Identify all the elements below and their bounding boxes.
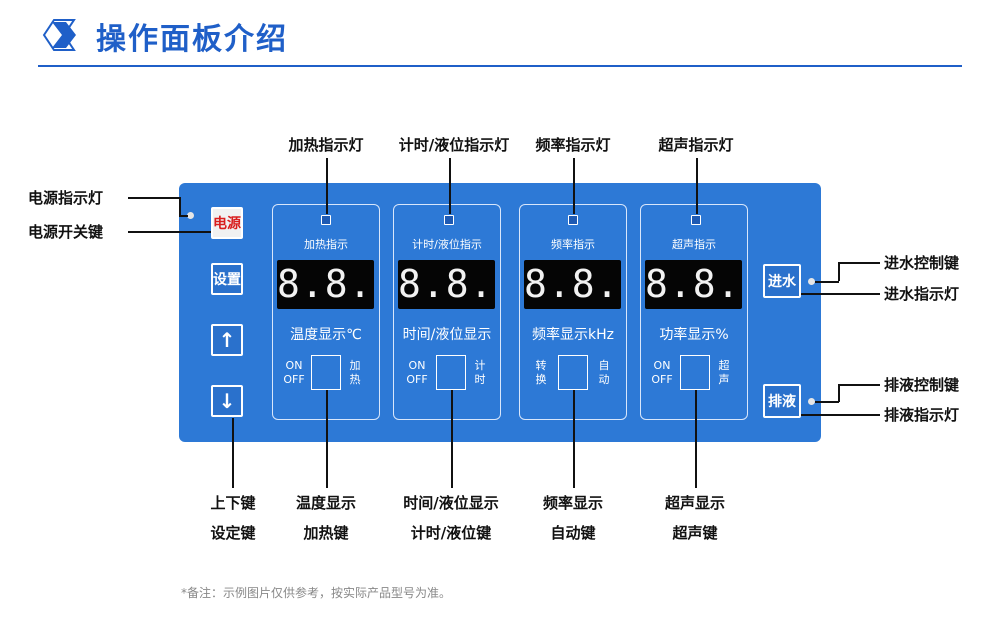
frequency-display-label: 频率显示kHz xyxy=(532,327,614,343)
settings-button[interactable]: 设置 xyxy=(211,263,243,295)
callout-temperature-display: 温度显示 xyxy=(295,494,356,512)
leader-line xyxy=(573,158,575,214)
callout-time-level-display: 时间/液位显示 xyxy=(403,494,499,512)
callout-water-in-control: 进水控制键 xyxy=(884,254,960,272)
heating-switch-right-label: 加热 xyxy=(349,359,361,386)
auto-button[interactable] xyxy=(558,355,588,390)
leader-line xyxy=(326,390,328,488)
frequency-switch-right-label: 自动 xyxy=(598,359,610,386)
frequency-display: 8.8.8. xyxy=(524,260,621,309)
ultrasonic-switch-right-label: 超声 xyxy=(718,359,730,386)
arrow-down-icon: ↓ xyxy=(218,389,236,413)
chevron-right-icon xyxy=(38,18,84,52)
leader-line xyxy=(838,262,840,281)
power-percent-display-label: 功率显示% xyxy=(659,327,729,343)
callout-ultrasonic-key: 超声键 xyxy=(672,524,718,542)
callout-up-down-keys: 上下键 xyxy=(210,494,256,512)
water-in-button-label: 进水 xyxy=(768,274,796,290)
callout-frequency-indicator: 频率指示灯 xyxy=(535,136,611,154)
frequency-switch-left-label: 转换 xyxy=(535,359,547,386)
arrow-up-icon: ↑ xyxy=(218,328,236,352)
callout-ultrasonic-indicator: 超声指示灯 xyxy=(658,136,734,154)
leader-line xyxy=(815,401,839,403)
ultrasonic-indicator-label: 超声指示 xyxy=(672,238,716,251)
leader-line xyxy=(838,384,840,402)
leader-line xyxy=(232,418,234,488)
leader-line xyxy=(695,390,697,488)
ultrasonic-module xyxy=(640,204,748,420)
leader-line xyxy=(179,215,188,217)
callout-water-in-indicator: 进水指示灯 xyxy=(884,285,960,303)
heating-button[interactable] xyxy=(311,355,341,390)
frequency-indicator-led xyxy=(568,215,578,225)
leader-line xyxy=(128,231,211,233)
leader-line xyxy=(128,197,180,199)
leader-line xyxy=(801,293,880,295)
callout-auto-key: 自动键 xyxy=(550,524,596,542)
temperature-display-label: 温度显示℃ xyxy=(290,327,362,343)
ultrasonic-button[interactable] xyxy=(680,355,710,390)
leader-line xyxy=(815,281,839,283)
page-title: 操作面板介绍 xyxy=(96,22,288,57)
up-button[interactable]: ↑ xyxy=(211,324,243,356)
down-button[interactable]: ↓ xyxy=(211,385,243,417)
callout-heating-key: 加热键 xyxy=(303,524,349,542)
time-level-display-label: 时间/液位显示 xyxy=(402,327,492,343)
callout-timer-level-key: 计时/液位键 xyxy=(410,524,492,542)
timer-level-button[interactable] xyxy=(436,355,466,390)
header-divider xyxy=(38,65,962,67)
leader-line xyxy=(326,158,328,214)
leader-line xyxy=(838,384,880,386)
power-percent-display: 8.8.8. xyxy=(645,260,742,309)
leader-line xyxy=(573,390,575,488)
settings-button-label: 设置 xyxy=(213,272,241,288)
timer-level-module xyxy=(393,204,501,420)
time-level-display: 8.8.8. xyxy=(398,260,495,309)
leader-line xyxy=(179,197,181,216)
drain-indicator-led xyxy=(808,398,815,405)
heating-indicator-label: 加热指示 xyxy=(304,238,348,251)
water-in-indicator-led xyxy=(808,278,815,285)
drain-button-label: 排液 xyxy=(768,394,796,410)
frequency-indicator-label: 频率指示 xyxy=(551,238,595,251)
callout-ultrasonic-display: 超声显示 xyxy=(664,494,725,512)
timer-level-indicator-led xyxy=(444,215,454,225)
callout-set-key: 设定键 xyxy=(210,524,256,542)
water-in-button[interactable]: 进水 xyxy=(763,264,801,298)
leader-line xyxy=(801,414,880,416)
heating-indicator-led xyxy=(321,215,331,225)
disclaimer-note: *备注：示例图片仅供参考，按实际产品型号为准。 xyxy=(181,586,452,600)
callout-heating-indicator: 加热指示灯 xyxy=(288,136,364,154)
temperature-display: 8.8.8. xyxy=(277,260,374,309)
ultrasonic-indicator-led xyxy=(691,215,701,225)
leader-line xyxy=(449,158,451,214)
callout-drain-indicator: 排液指示灯 xyxy=(884,406,960,424)
leader-line xyxy=(838,262,880,264)
power-button[interactable]: 电源 xyxy=(211,207,243,239)
drain-button[interactable]: 排液 xyxy=(763,384,801,418)
callout-power-indicator: 电源指示灯 xyxy=(28,189,104,207)
leader-line xyxy=(696,158,698,214)
timer-switch-right-label: 计时 xyxy=(474,359,486,386)
power-indicator-led xyxy=(187,212,194,219)
callout-drain-control: 排液控制键 xyxy=(884,376,960,394)
callout-power-switch: 电源开关键 xyxy=(28,223,104,241)
timer-level-indicator-label: 计时/液位指示 xyxy=(412,238,482,251)
callout-frequency-display: 频率显示 xyxy=(542,494,603,512)
power-button-label: 电源 xyxy=(213,216,241,232)
callout-timer-level-indicator: 计时/液位指示灯 xyxy=(398,136,510,154)
leader-line xyxy=(451,390,453,488)
